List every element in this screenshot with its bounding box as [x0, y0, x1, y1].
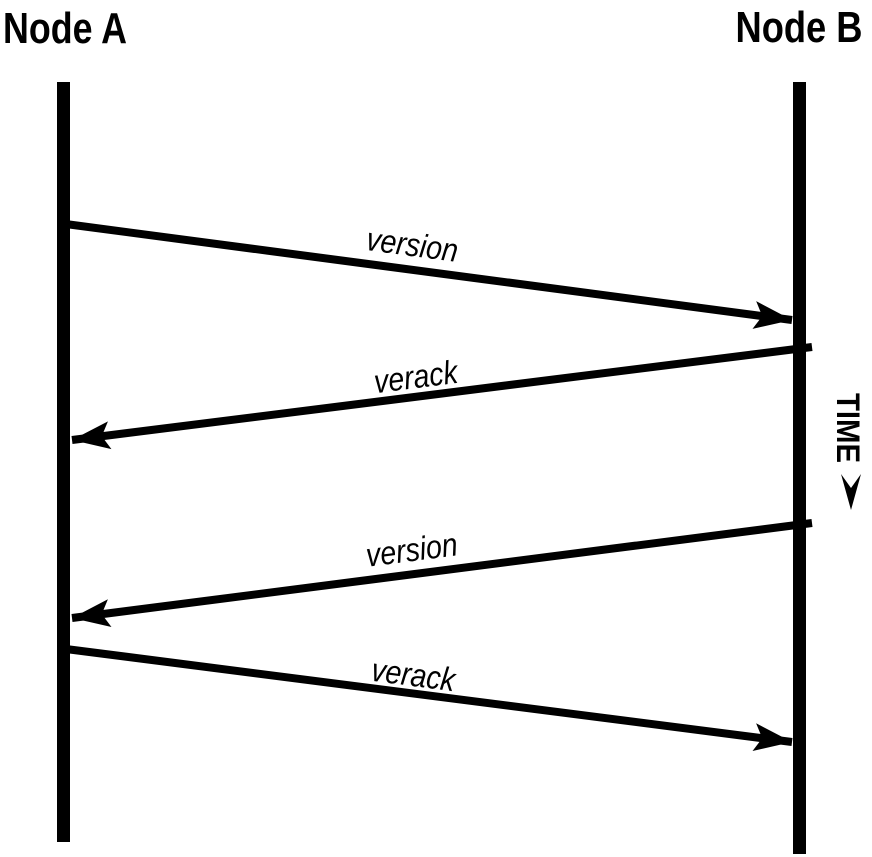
time-axis-label: TIME: [830, 393, 866, 463]
message-arrow-version-b-to-a: [71, 519, 813, 628]
message-arrow-verack-a-to-b: [57, 644, 793, 752]
node-b-lifeline: [793, 82, 806, 854]
time-direction-down-arrow-icon: [841, 474, 861, 510]
message-arrow-verack-b-to-a: [71, 343, 813, 450]
node-a-lifeline: [57, 82, 70, 842]
node-a-title: Node A: [3, 4, 127, 53]
message-arrow-version-a-to-b: [57, 219, 793, 329]
node-b-title: Node B: [736, 3, 863, 52]
